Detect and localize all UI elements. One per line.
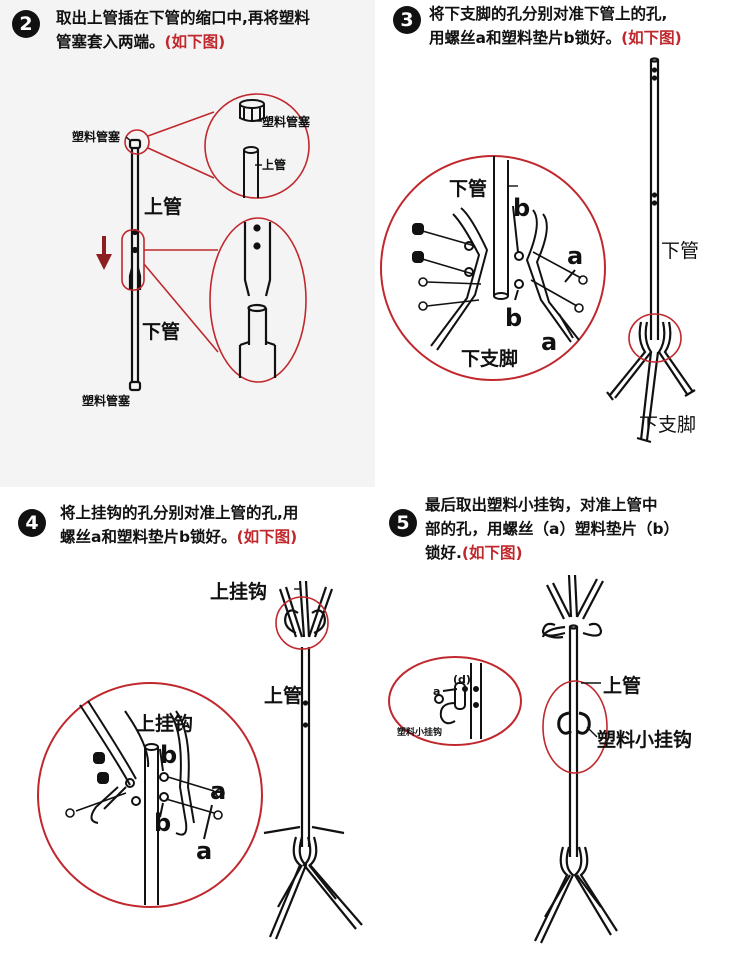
step-5-ref: (如下图) — [461, 544, 523, 562]
hook-zoom-circle — [37, 682, 263, 908]
step-5-diagram — [388, 574, 618, 944]
step-2-ref: (如下图) — [164, 33, 226, 51]
small-hook-label: 塑料小挂钩 — [597, 729, 693, 751]
step-2-number: 2 — [12, 10, 40, 38]
small-hook-callout-ring — [542, 680, 608, 774]
washer-b-label-bottom: b — [505, 304, 523, 332]
upper-tube-label: 上管 — [264, 685, 303, 707]
lower-leg-label-stand: 下支脚 — [639, 414, 697, 436]
plastic-plug-label-zoom: 塑料管塞 — [262, 115, 311, 129]
lower-tube-label: 下管 — [142, 321, 181, 343]
down-arrow-icon — [96, 236, 112, 270]
step-5-line3: 锁好. — [425, 544, 462, 562]
step-2-diagram — [96, 93, 310, 392]
step-2-text: 取出上管插在下管的缩口中,再将塑料 管塞套入两端。(如下图) — [56, 6, 371, 54]
step-3-line2: 用螺丝a和塑料垫片b锁好。 — [429, 29, 622, 47]
lower-tube-label-zoom: 下管 — [449, 178, 488, 200]
plastic-plug-label-bottom: 塑料管塞 — [82, 394, 131, 408]
plastic-plug-label-top: 塑料管塞 — [72, 130, 121, 144]
step-3-number: 3 — [393, 6, 421, 34]
washer-b-label-top: b — [160, 741, 178, 769]
small-hook-label-zoom: 塑料小挂钩 — [397, 728, 443, 738]
upper-hook-label-zoom: 上挂钩 — [136, 713, 194, 735]
step-3-diagram — [380, 57, 696, 444]
joint-callout-ring — [121, 229, 145, 291]
step-5-line2: 部的孔，用螺丝（a）塑料垫片（b） — [425, 520, 680, 538]
upper-hook-label: 上挂钩 — [210, 581, 268, 603]
lower-leg-label: 下支脚 — [461, 348, 519, 370]
small-hook-zoom-circle — [388, 656, 522, 746]
leg-callout-ring — [628, 313, 682, 363]
step-5-line1: 最后取出塑料小挂钩，对准上管中 — [425, 496, 658, 514]
step-5-leader-lines — [581, 682, 601, 738]
bottom-plug-drawing — [128, 380, 142, 392]
screw-a-label-top: a — [210, 777, 227, 805]
screw-a-label-bottom: a — [196, 837, 213, 865]
plug-callout-ring — [124, 129, 150, 155]
step-4-panel: 4 将上挂钩的孔分别对准上管的孔,用 螺丝a和塑料垫片b锁好。(如下图) — [0, 487, 375, 974]
step-5-panel: 5 最后取出塑料小挂钩，对准上管中 部的孔，用螺丝（a）塑料垫片（b） 锁好.(… — [375, 487, 750, 974]
hook-callout-ring — [275, 596, 329, 650]
step-4-line2: 螺丝a和塑料垫片b锁好。 — [60, 528, 237, 546]
step-4-number: 4 — [18, 509, 46, 537]
step-5-text: 最后取出塑料小挂钩，对准上管中 部的孔，用螺丝（a）塑料垫片（b） 锁好.(如下… — [425, 493, 747, 565]
step-3-panel: 3 将下支脚的孔分别对准下管上的孔, 用螺丝a和塑料垫片b锁好。(如下图) — [375, 0, 750, 487]
step-4-ref: (如下图) — [236, 528, 298, 546]
top-plug-drawing — [128, 138, 142, 150]
step-5-number: 5 — [389, 509, 417, 537]
d-label: (d) — [453, 673, 471, 686]
step-2-panel: 2 取出上管插在下管的缩口中,再将塑料 管塞套入两端。(如下图) — [0, 0, 375, 487]
step-4-diagram — [37, 580, 363, 940]
upper-tube-label-zoom: 上管 — [262, 158, 287, 172]
step-4-text: 将上挂钩的孔分别对准上管的孔,用 螺丝a和塑料垫片b锁好。(如下图) — [60, 501, 372, 549]
step-2-line1: 取出上管插在下管的缩口中,再将塑料 — [56, 9, 310, 27]
step-3-text: 将下支脚的孔分别对准下管上的孔, 用螺丝a和塑料垫片b锁好。(如下图) — [429, 2, 747, 50]
screw-a-label-top: a — [567, 242, 584, 270]
step-2-line2: 管塞套入两端。 — [56, 33, 165, 51]
washer-b-label-bottom: b — [154, 809, 172, 837]
step-3-ref: (如下图) — [621, 29, 682, 47]
step-4-line1: 将上挂钩的孔分别对准上管的孔,用 — [60, 504, 299, 522]
screw-a-label: a — [433, 685, 441, 698]
upper-tube-label: 上管 — [603, 675, 642, 697]
lower-tube-label: 下管 — [661, 240, 700, 262]
step-3-line1: 将下支脚的孔分别对准下管上的孔, — [429, 5, 668, 23]
screw-a-label-bottom: a — [541, 328, 558, 356]
washer-b-label-top: b — [513, 194, 531, 222]
upper-tube-label: 上管 — [144, 196, 183, 218]
